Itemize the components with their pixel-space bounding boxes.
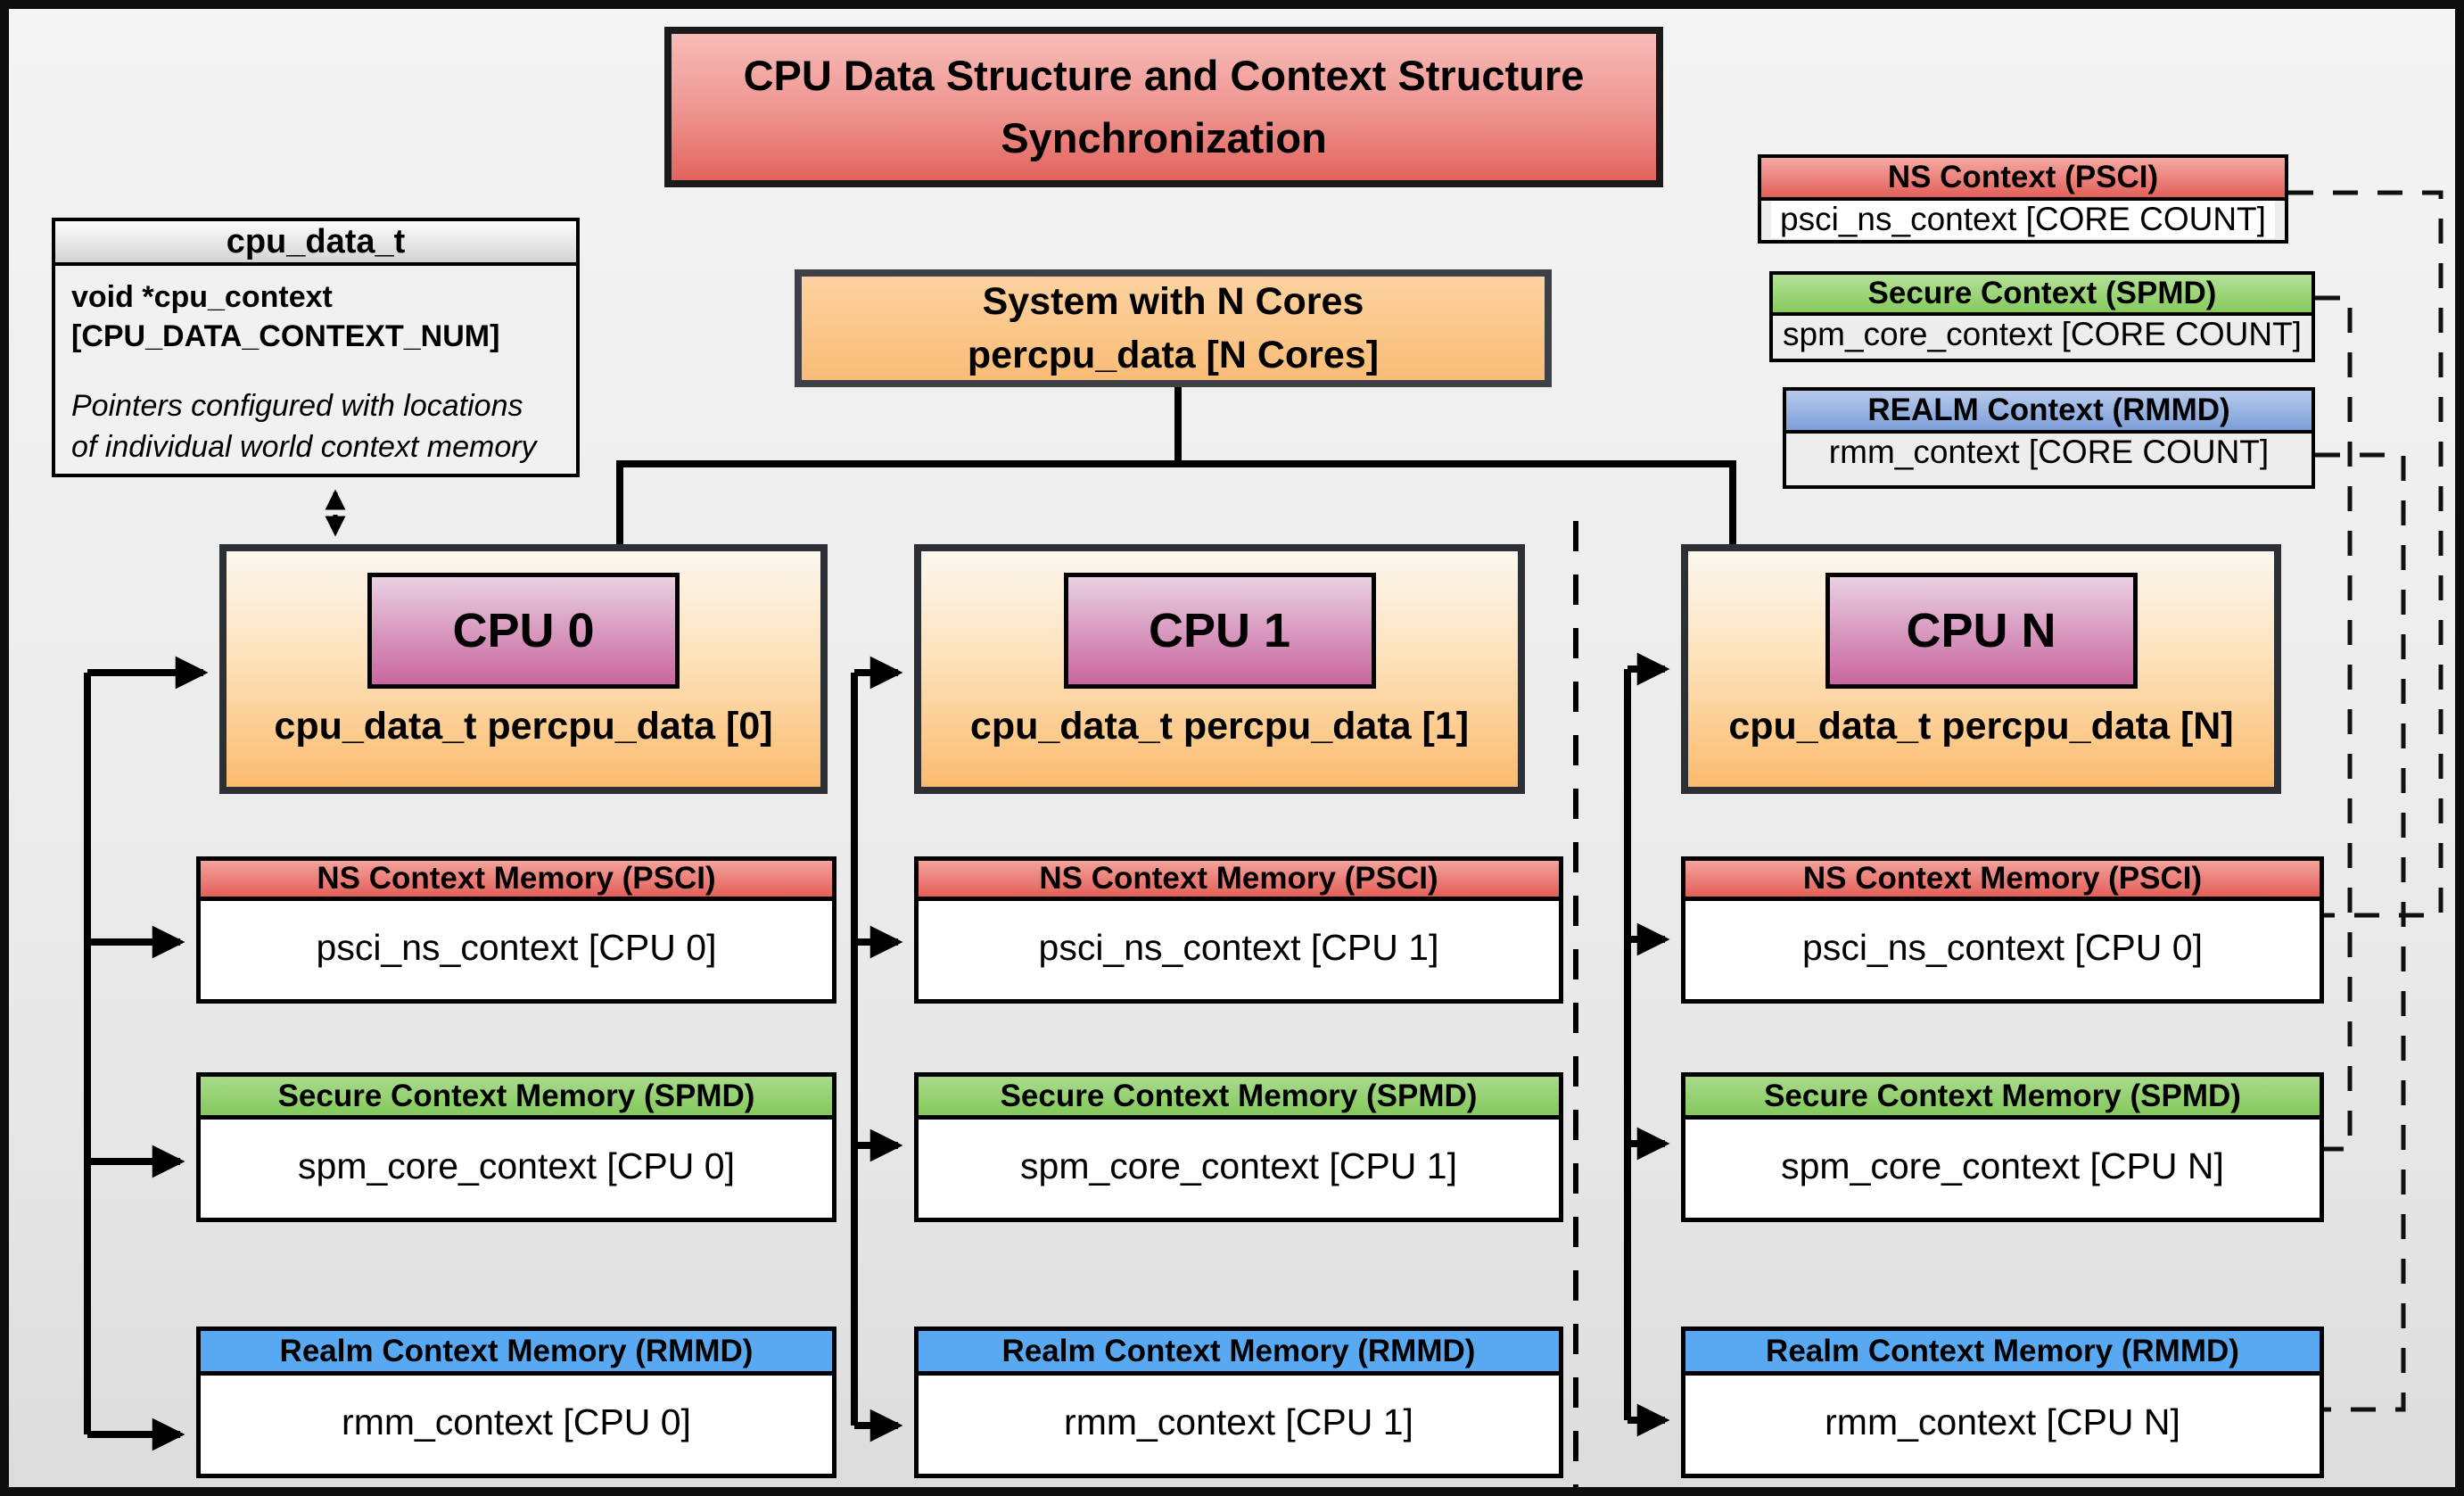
ns-context-memory-box: NS Context Memory (PSCI) psci_ns_context… (1681, 856, 2324, 1004)
legend-secure-context-box: Secure Context (SPMD) spm_core_context [… (1769, 271, 2315, 362)
realm-context-memory-box: Realm Context Memory (RMMD) rmm_context … (1681, 1327, 2324, 1478)
realm-context-memory-header: Realm Context Memory (RMMD) (1685, 1331, 2320, 1376)
legend-secure-body: spm_core_context [CORE COUNT] (1783, 316, 2302, 352)
secure-context-memory-header: Secure Context Memory (SPMD) (919, 1077, 1559, 1120)
cpu-column-cpu1: CPU 1 cpu_data_t percpu_data [1] NS Cont… (914, 9, 1563, 1487)
system-to-cpus-connector (616, 387, 1736, 548)
cpu-context-field-line1: void *cpu_context (71, 280, 333, 314)
legend-ns-body: psci_ns_context [CORE COUNT] (1761, 201, 2285, 238)
cpu-context-field-line2: [CPU_DATA_CONTEXT_NUM] (71, 318, 500, 353)
ns-context-memory-box: NS Context Memory (PSCI) psci_ns_context… (914, 856, 1563, 1004)
cpu-column-cpuN: CPU N cpu_data_t percpu_data [N] NS Cont… (1681, 9, 2324, 1487)
realm-context-memory-value: rmm_context [CPU 1] (1064, 1401, 1413, 1442)
legend-realm-header: REALM Context (RMMD) (1786, 391, 2312, 434)
cpu-percpu-data-box: CPU 0 cpu_data_t percpu_data [0] (219, 544, 828, 794)
secure-context-memory-value: spm_core_context [CPU N] (1781, 1145, 2224, 1186)
realm-context-memory-value: rmm_context [CPU 0] (342, 1401, 691, 1442)
cpu-percpu-data-box: CPU N cpu_data_t percpu_data [N] (1681, 544, 2281, 794)
secure-context-memory-header: Secure Context Memory (SPMD) (1685, 1077, 2320, 1120)
connector-layer (84, 190, 2443, 1487)
legend-realm-context-box: REALM Context (RMMD) rmm_context [CORE C… (1783, 387, 2315, 489)
realm-context-memory-header: Realm Context Memory (RMMD) (919, 1331, 1559, 1376)
diagram-title: CPU Data Structure and Context Structure… (664, 27, 1663, 187)
ns-legend-dashed-link (2288, 190, 2443, 918)
ns-context-memory-value: psci_ns_context [CPU 1] (1038, 927, 1439, 968)
realm-context-memory-header: Realm Context Memory (RMMD) (201, 1331, 832, 1376)
secure-context-memory-box: Secure Context Memory (SPMD) spm_core_co… (1681, 1072, 2324, 1222)
pointers-note-line1: Pointers configured with locations (71, 389, 523, 424)
ns-context-memory-value: psci_ns_context [CPU 0] (1802, 927, 2203, 968)
realm-context-memory-box: Realm Context Memory (RMMD) rmm_context … (196, 1327, 836, 1478)
cpu-name-box: CPU N (1825, 573, 2138, 689)
cpu-data-t-header: cpu_data_t (55, 221, 576, 266)
ns-context-memory-box: NS Context Memory (PSCI) psci_ns_context… (196, 856, 836, 1004)
secure-context-memory-value: spm_core_context [CPU 0] (298, 1145, 735, 1186)
legend-ns-context-box: NS Context (PSCI) psci_ns_context [CORE … (1758, 154, 2288, 244)
cpu-name-box: CPU 0 (367, 573, 680, 689)
secure-context-memory-box: Secure Context Memory (SPMD) spm_core_co… (196, 1072, 836, 1222)
cpu-column-cpu0: CPU 0 cpu_data_t percpu_data [0] NS Cont… (196, 9, 836, 1487)
realm-context-memory-value: rmm_context [CPU N] (1825, 1401, 2180, 1442)
cpu-data-label: cpu_data_t percpu_data [1] (969, 705, 1470, 748)
secure-legend-dashed-link (2315, 295, 2353, 1152)
system-box-line1: System with N Cores (982, 279, 1364, 323)
diagram-title-line1: CPU Data Structure and Context Structure (743, 51, 1585, 99)
diagram-title-line2: Synchronization (1001, 114, 1327, 161)
secure-context-memory-box: Secure Context Memory (SPMD) spm_core_co… (914, 1072, 1563, 1222)
cpu-data-label: cpu_data_t percpu_data [0] (274, 705, 773, 748)
legend-realm-body: rmm_context [CORE COUNT] (1828, 434, 2270, 470)
cpu-data-t-struct-box: cpu_data_t void *cpu_context [CPU_DATA_C… (52, 218, 580, 477)
realm-context-memory-box: Realm Context Memory (RMMD) rmm_context … (914, 1327, 1563, 1478)
cpu-data-label: cpu_data_t percpu_data [N] (1728, 705, 2234, 748)
secure-context-memory-header: Secure Context Memory (SPMD) (201, 1077, 832, 1120)
cpu-data-t-body: void *cpu_context [CPU_DATA_CONTEXT_NUM]… (55, 266, 576, 481)
secure-context-memory-value: spm_core_context [CPU 1] (1020, 1145, 1457, 1186)
ns-context-memory-header: NS Context Memory (PSCI) (201, 861, 832, 901)
legend-ns-body-text: psci_ns_context [CORE COUNT] (1771, 201, 2275, 238)
system-box-line2: percpu_data [N Cores] (967, 334, 1380, 376)
system-n-cores-box: System with N Cores percpu_data [N Cores… (795, 269, 1552, 387)
ns-context-memory-header: NS Context Memory (PSCI) (1685, 861, 2320, 901)
legend-secure-header: Secure Context (SPMD) (1773, 275, 2312, 316)
ns-context-memory-header: NS Context Memory (PSCI) (919, 861, 1559, 901)
cpu-name-box: CPU 1 (1063, 573, 1376, 689)
cpu-percpu-data-box: CPU 1 cpu_data_t percpu_data [1] (914, 544, 1525, 794)
pointers-note-line2: of individual world context memory (71, 429, 537, 464)
realm-legend-dashed-link (2315, 452, 2406, 1412)
legend-ns-header: NS Context (PSCI) (1761, 158, 2285, 201)
ns-context-memory-value: psci_ns_context [CPU 0] (316, 927, 717, 968)
